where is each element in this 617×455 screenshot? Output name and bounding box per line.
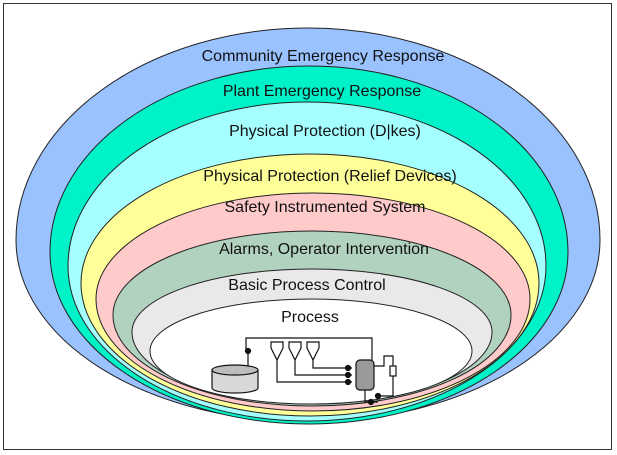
pipe: [312, 360, 352, 369]
valve-dot: [344, 364, 352, 372]
pipe: [374, 355, 394, 397]
cyclone-icon: [270, 341, 320, 362]
valve-dot: [367, 398, 375, 406]
pipe: [276, 360, 352, 383]
valve-dot: [344, 371, 352, 379]
layer-label: Safety Instrumented System: [225, 199, 426, 216]
reactor-vessel-icon: [355, 359, 375, 391]
valve-dot: [244, 347, 252, 355]
storage-tank-icon: [211, 364, 259, 394]
valve-dot: [344, 378, 352, 386]
layer-label: Community Emergency Response: [202, 48, 445, 65]
layer-label: Process: [281, 309, 339, 326]
layer-label: Plant Emergency Response: [223, 83, 421, 100]
process-schematic: [211, 337, 397, 406]
layer-label: Alarms, Operator Intervention: [219, 241, 429, 258]
valve-icon: [389, 365, 397, 377]
pipe: [294, 360, 352, 376]
valve-dot: [374, 392, 382, 400]
layer-label: Basic Process Control: [228, 277, 385, 294]
layer-label: Physical Protection (Relief Devices): [203, 168, 456, 185]
layer-label: Physical Protection (D|kes): [229, 123, 421, 140]
